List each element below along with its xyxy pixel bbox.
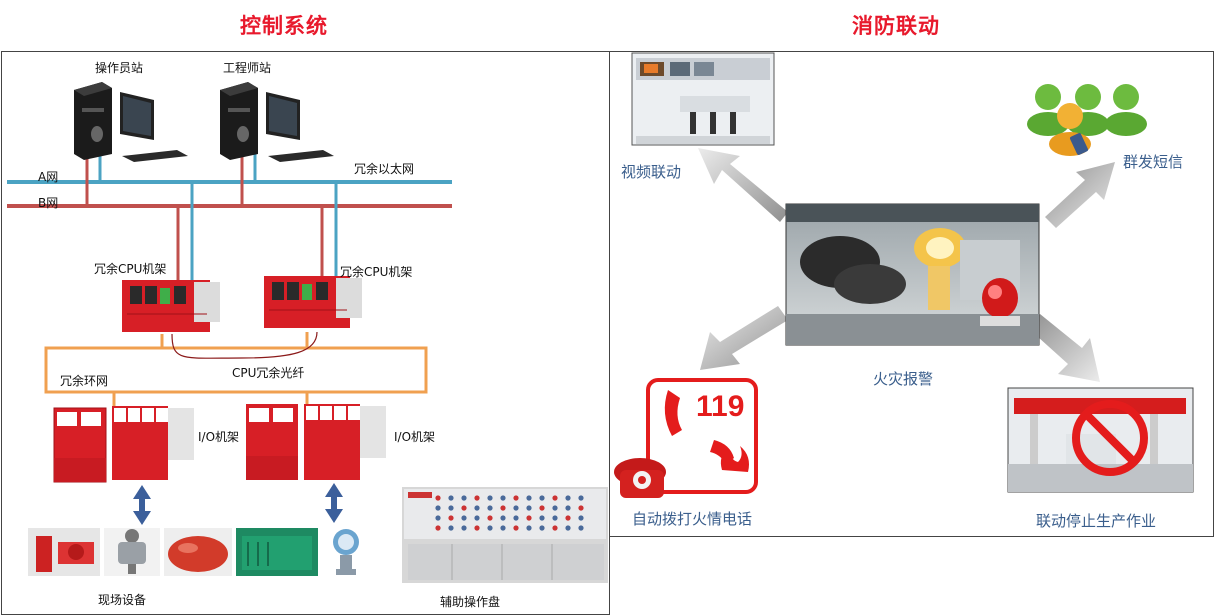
auto-dial-label: 自动拨打火情电话 xyxy=(632,510,753,528)
aux-indicator-dot xyxy=(539,505,545,511)
aux-indicator-dot xyxy=(500,515,506,521)
field-tank-icon xyxy=(164,528,232,576)
aux-indicator-dot xyxy=(474,525,480,531)
phone-119-icon xyxy=(614,378,758,498)
aux-indicator-dot xyxy=(526,515,532,521)
aux-indicator-dot xyxy=(448,515,454,521)
fire-linkage-title: 消防联动 xyxy=(852,13,940,38)
aux-indicator-dot xyxy=(448,505,454,511)
aux-indicator-dot xyxy=(539,495,545,501)
aux-indicator-dot xyxy=(474,515,480,521)
engineer-computer-icon xyxy=(220,82,334,162)
control-system-panel: 操作员站 工程师站 A网 B网 冗余以太网 冗余CPU机架 冗余CPU机架 冗余… xyxy=(1,51,610,615)
operator-station-label: 操作员站 xyxy=(95,61,144,75)
aux-indicator-dot xyxy=(474,505,480,511)
aux-indicator-dot xyxy=(578,515,584,521)
aux-indicator-dot xyxy=(565,505,571,511)
fire-linkage-diagram xyxy=(614,52,1194,498)
arrow-to-sms-icon xyxy=(1045,162,1115,228)
aux-indicator-dot xyxy=(552,495,558,501)
aux-indicator-dot xyxy=(448,525,454,531)
aux-indicator-dot xyxy=(500,505,506,511)
arrow-to-stop-icon xyxy=(1028,314,1100,382)
field-generator-icon xyxy=(236,528,318,576)
aux-indicator-dot xyxy=(513,495,519,501)
operator-computer-icon xyxy=(74,82,188,162)
video-room-image xyxy=(631,52,775,146)
fire-alarm-label: 火灾报警 xyxy=(873,370,934,388)
aux-indicator-dot xyxy=(461,515,467,521)
aux-indicator-dot xyxy=(474,495,480,501)
aux-indicator-dot xyxy=(461,505,467,511)
stop-production-label: 联动停止生产作业 xyxy=(1036,512,1157,530)
aux-indicator-dot xyxy=(487,515,493,521)
aux-indicator-dot xyxy=(513,515,519,521)
aux-indicator-dot xyxy=(435,495,441,501)
cpu-fiber-line xyxy=(171,331,318,359)
aux-indicator-dot xyxy=(578,505,584,511)
aux-indicator-dot xyxy=(526,505,532,511)
cpu-fiber-label: CPU冗余光纤 xyxy=(232,366,305,380)
field-valve-icon xyxy=(104,528,160,576)
double-arrow-left-icon xyxy=(133,485,151,525)
aux-indicator-dot xyxy=(500,525,506,531)
aux-indicator-dot xyxy=(565,525,571,531)
aux-indicator-dot xyxy=(461,525,467,531)
aux-indicator-dot xyxy=(552,505,558,511)
net-a-label: A网 xyxy=(38,170,59,184)
aux-indicator-dot xyxy=(461,495,467,501)
aux-indicator-dot xyxy=(526,525,532,531)
io-rack-left-icon xyxy=(53,406,194,483)
video-link-label: 视频联动 xyxy=(621,163,682,181)
aux-indicator-dot xyxy=(487,495,493,501)
aux-indicator-dot xyxy=(539,515,545,521)
aux-panel-image xyxy=(402,487,608,583)
fire-linkage-panel: 视频联动 群发短信 火灾报警 119 自动拨打火情电话 联动停止生产作业 xyxy=(609,51,1214,537)
aux-indicator-dot xyxy=(539,525,545,531)
aux-indicator-dot xyxy=(435,525,441,531)
redundant-ethernet-label: 冗余以太网 xyxy=(354,162,415,176)
cpu-rack-right-label: 冗余CPU机架 xyxy=(340,265,413,279)
aux-indicator-dot xyxy=(513,525,519,531)
aux-panel-label: 辅助操作盘 xyxy=(440,595,501,609)
stop-station-image xyxy=(1007,387,1194,493)
aux-indicator-dot xyxy=(513,505,519,511)
aux-panel-indicators xyxy=(435,495,584,531)
group-people-icon xyxy=(1027,84,1147,156)
aux-indicator-dot xyxy=(435,515,441,521)
group-sms-label: 群发短信 xyxy=(1123,153,1184,171)
aux-indicator-dot xyxy=(578,495,584,501)
double-arrow-right-icon xyxy=(325,483,343,523)
arrow-to-video-icon xyxy=(698,148,788,222)
aux-indicator-dot xyxy=(526,495,532,501)
aux-indicator-dot xyxy=(552,525,558,531)
fire-photo-image xyxy=(785,203,1040,346)
aux-indicator-dot xyxy=(448,495,454,501)
redundant-ring-label: 冗余环网 xyxy=(60,374,109,388)
redundant-ring-line xyxy=(44,346,428,394)
aux-indicator-dot xyxy=(487,525,493,531)
io-rack-left-label: I/O机架 xyxy=(198,430,240,444)
aux-indicator-dot xyxy=(435,505,441,511)
io-rack-right-label: I/O机架 xyxy=(394,430,436,444)
io-rack-right-icon xyxy=(246,404,386,480)
cpu-rack-left-icon xyxy=(122,280,220,332)
engineer-station-label: 工程师站 xyxy=(223,61,272,75)
aux-indicator-dot xyxy=(487,505,493,511)
field-devices-label: 现场设备 xyxy=(98,593,147,607)
net-b-label: B网 xyxy=(38,196,59,210)
emergency-number-label: 119 xyxy=(696,390,745,423)
field-transmitter-icon xyxy=(333,529,359,575)
field-pump-icon xyxy=(28,528,100,576)
arrow-to-phone-icon xyxy=(700,306,788,370)
aux-indicator-dot xyxy=(578,525,584,531)
control-system-title: 控制系统 xyxy=(240,13,328,38)
cpu-rack-right-icon xyxy=(264,276,362,328)
aux-indicator-dot xyxy=(565,495,571,501)
cpu-rack-left-label: 冗余CPU机架 xyxy=(94,262,167,276)
aux-indicator-dot xyxy=(500,495,506,501)
control-system-diagram xyxy=(7,82,608,583)
aux-indicator-dot xyxy=(552,515,558,521)
aux-indicator-dot xyxy=(565,515,571,521)
